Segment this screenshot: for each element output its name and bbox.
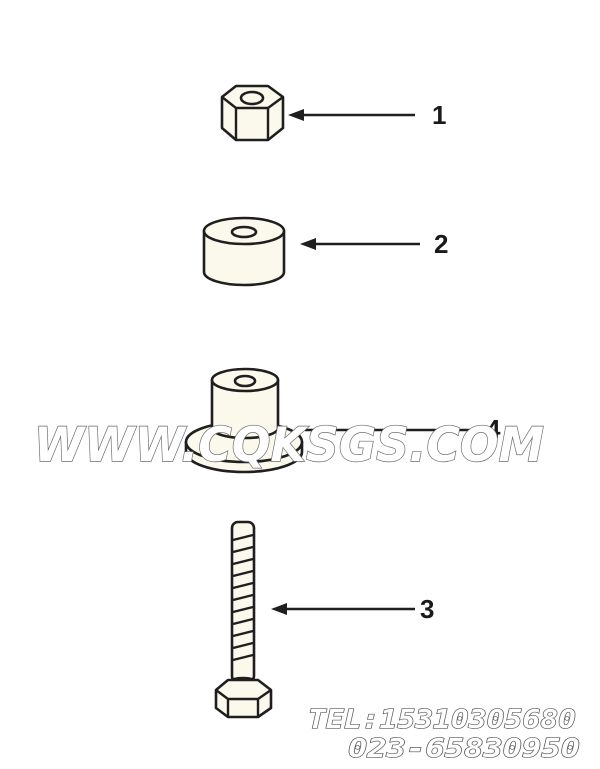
watermark-phone: TEL:15310305680	[308, 705, 576, 735]
callout-2-label: 4	[486, 414, 501, 444]
watermark-phone-2: 023-65830950	[348, 734, 580, 764]
spacer-part	[202, 216, 286, 287]
hex-bolt-part	[214, 520, 273, 719]
callout-1-label: 1	[432, 100, 446, 130]
callout-4-label: 2	[434, 229, 448, 259]
callout-3-label: 3	[420, 594, 434, 624]
callout-1-leader	[288, 109, 415, 121]
isolator-mount-part	[184, 367, 304, 474]
watermark-site: WWW.CQKSGS.COM	[34, 418, 544, 473]
callout-3-leader	[271, 603, 415, 615]
callout-4-leader	[300, 238, 420, 250]
hex-nut-part	[220, 84, 285, 142]
